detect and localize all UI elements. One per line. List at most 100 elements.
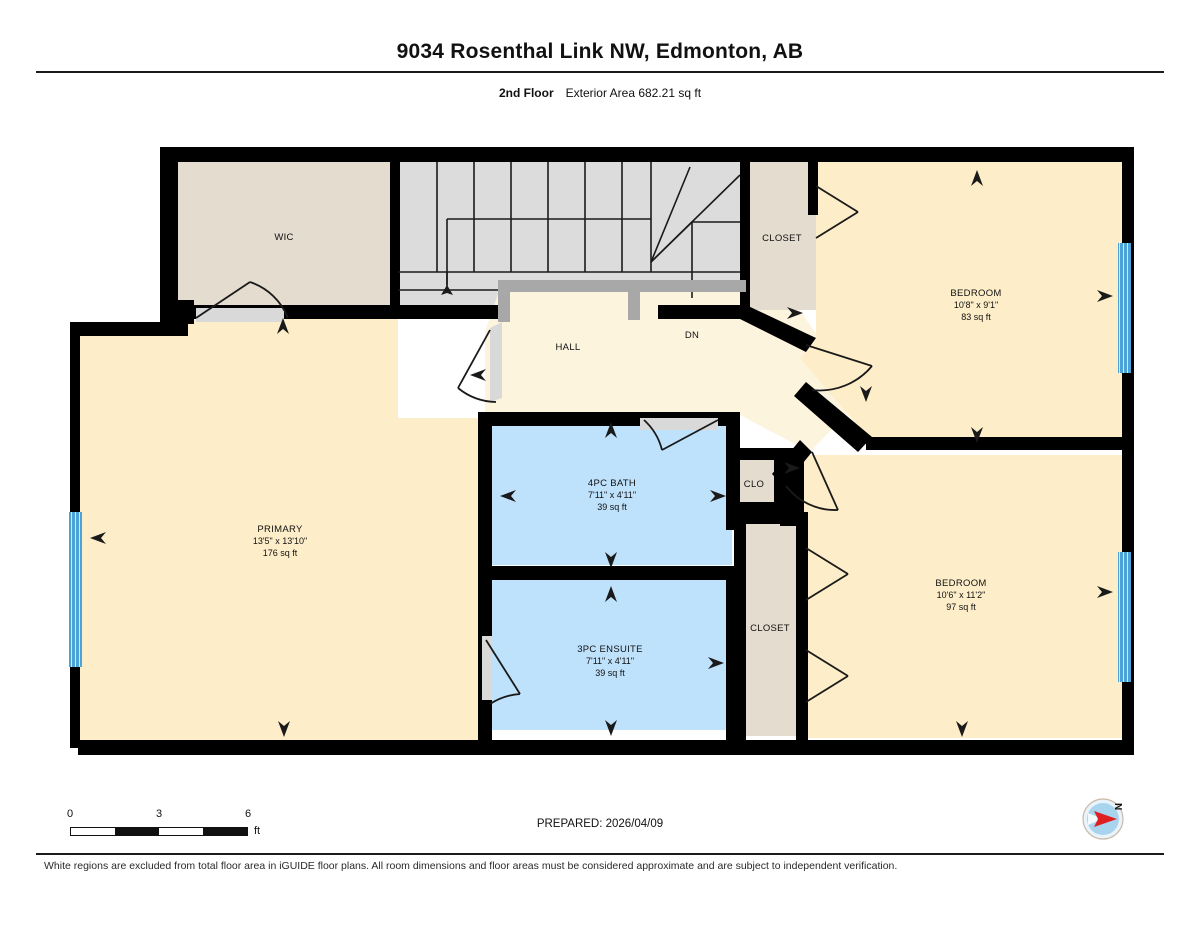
closet-2-fill <box>740 518 802 736</box>
scale-tick-0: 0 <box>66 808 74 820</box>
marker-bath-up <box>605 422 617 438</box>
wall-clo-bottom <box>726 502 786 514</box>
bath-4pc-fill <box>492 425 732 565</box>
bedroom-2-fill <box>800 455 1122 738</box>
marker-ensuite-down <box>605 720 617 736</box>
scale-seg-2 <box>115 828 159 835</box>
scale-bar: 0 3 6 ft <box>62 808 260 848</box>
compass-rose: N <box>1081 797 1125 841</box>
marker-bath-west <box>500 490 516 502</box>
floor-label: 2nd Floor <box>498 86 554 100</box>
wall-clo-right <box>774 448 786 510</box>
wall-bath-left <box>478 412 492 572</box>
wall-bedroom2-upper-left <box>786 448 804 518</box>
label-closet-2: CLOSET <box>750 623 790 634</box>
marker-primary-down <box>278 721 290 737</box>
wall-stairs-bottom-left <box>398 305 502 319</box>
door-wic <box>195 281 289 322</box>
label-ensuite-3pc-area: 39 sq ft <box>595 668 625 678</box>
marker-clo-angle <box>784 462 800 474</box>
marker-bedroom2-down <box>956 721 968 737</box>
header-divider <box>36 71 1164 73</box>
wall-bath-right <box>726 412 740 530</box>
scale-tick-6: 6 <box>244 808 252 820</box>
label-bedroom-1-name: BEDROOM <box>950 288 1001 299</box>
door-bedroom1-entry <box>805 344 873 392</box>
footer-divider <box>36 853 1164 855</box>
wall-stairs-bottom-right <box>658 305 748 319</box>
wic-fill <box>178 162 390 307</box>
wall-bottom-exterior <box>78 740 1134 755</box>
label-closet-1: CLOSET <box>762 233 802 244</box>
marker-wic-up <box>277 318 289 334</box>
marker-bath-down <box>605 552 617 568</box>
view-markers <box>90 170 1113 737</box>
wall-angled-closet-hall <box>738 305 816 352</box>
exterior-area-label: Exterior Area 682.21 sq ft <box>565 86 702 100</box>
marker-bedroom1-up <box>971 170 983 186</box>
label-primary-area: 176 sq ft <box>263 548 298 558</box>
hall-stub-walls <box>498 280 746 322</box>
closet-1-fill <box>748 162 816 310</box>
scale-seg-4 <box>203 828 247 835</box>
marker-bedroom1-angle <box>860 386 872 402</box>
door-closet1-bifold <box>815 185 859 239</box>
floor-subheader: 2nd Floor Exterior Area 682.21 sq ft <box>0 86 1200 100</box>
wall-stairs-closet-divider <box>740 155 750 315</box>
label-bedroom-2-name: BEDROOM <box>935 578 986 589</box>
prepared-date: PREPARED: 2026/04/09 <box>536 818 664 830</box>
door-closet2-bifold-lower <box>805 649 849 703</box>
label-primary-name: PRIMARY <box>257 524 303 535</box>
door-hall-bath <box>640 418 719 451</box>
marker-hall-door <box>470 369 486 381</box>
marker-bath-east <box>710 490 726 502</box>
wall-clo-top <box>726 448 786 460</box>
wall-closet-1-right <box>808 155 818 215</box>
disclaimer-text: White regions are excluded from total fl… <box>44 860 898 872</box>
label-dn: DN <box>685 330 699 341</box>
scale-bar-ticks: 0 3 6 <box>62 808 252 824</box>
wall-top-exterior <box>160 147 1134 162</box>
wall-angled-hall-bedroom1 <box>794 382 872 452</box>
label-ensuite-3pc-dim: 7'11" x 4'11" <box>586 656 634 666</box>
compass-north-label: N <box>1112 803 1123 811</box>
door-ensuite <box>482 636 521 705</box>
wall-closet2-right <box>796 512 808 742</box>
marker-bedroom2-east <box>1097 586 1113 598</box>
label-bath-4pc-dim: 7'11" x 4'11" <box>588 490 636 500</box>
wall-bath-ensuite-divider <box>478 566 740 580</box>
label-clo: CLO <box>744 479 764 490</box>
compass-light-wedge <box>1088 813 1103 825</box>
label-bedroom-2-area: 97 sq ft <box>946 602 976 612</box>
door-closet2-bifold-upper <box>805 547 849 601</box>
scale-unit-label: ft <box>254 825 261 837</box>
scale-seg-3 <box>159 828 203 835</box>
marker-ensuite-east <box>708 657 724 669</box>
primary-fill <box>78 312 485 745</box>
bedroom-1-fill <box>800 162 1122 438</box>
wall-bedroom1-bottom <box>866 437 1134 450</box>
marker-primary-west <box>90 532 106 544</box>
page-title: 9034 Rosenthal Link NW, Edmonton, AB <box>396 40 804 63</box>
label-ensuite-3pc-name: 3PC ENSUITE <box>577 644 643 655</box>
marker-bedroom1-east <box>1097 290 1113 302</box>
scale-tick-3: 3 <box>155 808 163 820</box>
window-bedroom2-east <box>1118 552 1131 682</box>
label-bath-4pc-name: 4PC BATH <box>588 478 636 489</box>
label-bedroom-2-dim: 10'6" x 11'2" <box>937 590 986 600</box>
ensuite-3pc-fill <box>485 578 732 730</box>
label-wic: WIC <box>274 232 293 243</box>
wall-closet2-left <box>734 512 746 742</box>
door-primary-hall <box>457 322 502 403</box>
wall-wic-stairs-divider <box>390 155 400 315</box>
compass-needle <box>1094 811 1117 827</box>
label-bedroom-1-area: 83 sq ft <box>961 312 991 322</box>
scale-seg-1 <box>71 828 115 835</box>
marker-closet1-angle <box>787 307 803 319</box>
wall-left-upper <box>160 147 178 327</box>
marker-bedroom1-down <box>971 427 983 443</box>
room-labels: WIC CLOSET BEDROOM 10'8" x 9'1" 83 sq ft… <box>253 232 1001 678</box>
label-hall: HALL <box>556 342 581 353</box>
